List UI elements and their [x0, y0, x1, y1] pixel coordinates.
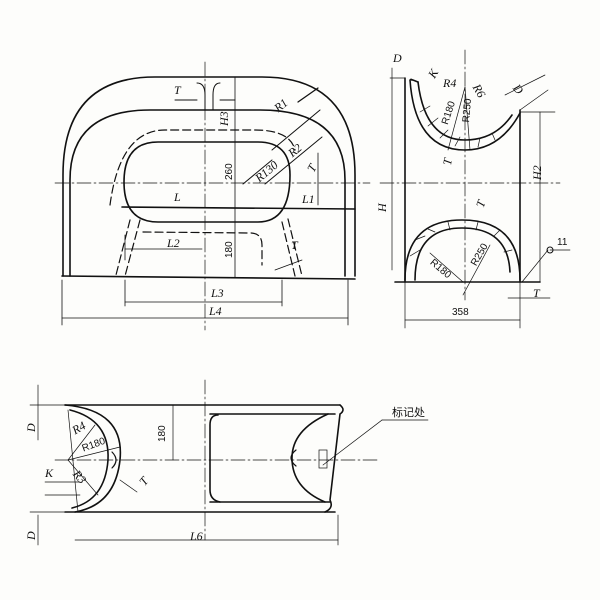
label-t-leg: T — [291, 238, 298, 252]
label-d-left: D — [393, 51, 402, 65]
label-l: L — [174, 190, 181, 204]
label-h3: H3 — [217, 111, 231, 126]
label-l6: L6 — [190, 529, 203, 543]
label-358: 358 — [452, 307, 469, 318]
label-180-plan: 180 — [157, 425, 168, 442]
label-marking-location: 标记处 — [392, 406, 425, 419]
label-r250-top: R250 — [461, 98, 475, 123]
label-d-bottom-plan: D — [24, 531, 38, 540]
plan-view — [64, 404, 344, 513]
label-t-top: T — [174, 83, 181, 97]
label-h2: H2 — [530, 165, 544, 180]
label-d-top-plan: D — [24, 423, 38, 432]
label-l2: L2 — [167, 236, 180, 250]
front-view — [61, 76, 356, 280]
label-r4-side: R4 — [443, 76, 457, 90]
label-260: 260 — [224, 163, 235, 180]
label-180-front: 180 — [224, 241, 235, 258]
label-l3: L3 — [211, 286, 224, 300]
label-l1: L1 — [302, 192, 315, 206]
label-k-plan: K — [45, 466, 54, 480]
label-l4: L4 — [209, 304, 222, 318]
label-weld-11: 11 — [557, 237, 568, 248]
label-h: H — [375, 203, 389, 212]
label-t-side-bottom: T — [533, 286, 540, 300]
